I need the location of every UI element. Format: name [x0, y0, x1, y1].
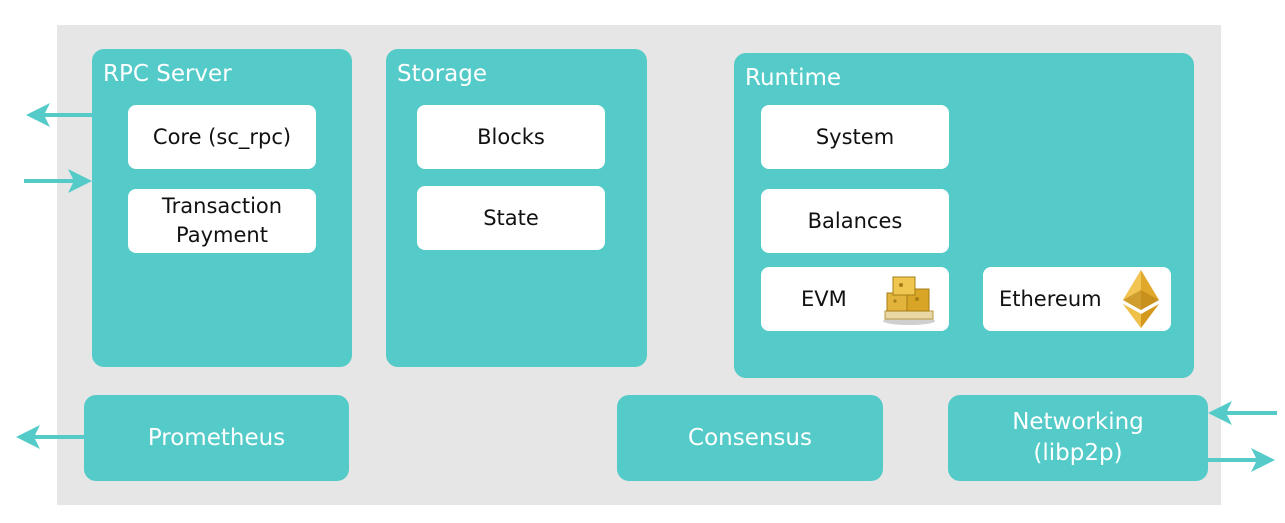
ethereum-logo-icon: [1123, 270, 1159, 328]
runtime-title: Runtime: [745, 65, 842, 91]
networking-box: Networking (libp2p): [948, 395, 1208, 481]
balances-box: Balances: [761, 189, 949, 253]
evm-label: EVM: [801, 286, 847, 311]
storage-title: Storage: [397, 61, 487, 87]
rpc-outgoing-arrow: [26, 103, 92, 127]
networking-incoming-arrow: [1208, 401, 1277, 425]
storage-panel: Storage Blocks State: [386, 49, 647, 367]
prometheus-outgoing-arrow: [16, 425, 84, 449]
rpc-incoming-arrow: [24, 169, 92, 193]
state-box: State: [417, 186, 605, 250]
ethereum-label: Ethereum: [999, 286, 1102, 311]
blocks-box: Blocks: [417, 105, 605, 169]
system-box: System: [761, 105, 949, 169]
core-sc-rpc-box: Core (sc_rpc): [128, 105, 316, 169]
prometheus-box: Prometheus: [84, 395, 349, 481]
ethereum-box: Ethereum: [983, 267, 1171, 331]
runtime-panel: Runtime System Balances EVM Ethereum: [734, 53, 1194, 378]
consensus-box: Consensus: [617, 395, 883, 481]
networking-outgoing-arrow: [1208, 448, 1275, 472]
rpc-server-title: RPC Server: [103, 61, 232, 87]
rpc-server-panel: RPC Server Core (sc_rpc) Transaction Pay…: [92, 49, 352, 367]
evm-box: EVM: [761, 267, 949, 331]
gold-crate-icon: [883, 276, 935, 325]
transaction-payment-box: Transaction Payment: [128, 189, 316, 253]
